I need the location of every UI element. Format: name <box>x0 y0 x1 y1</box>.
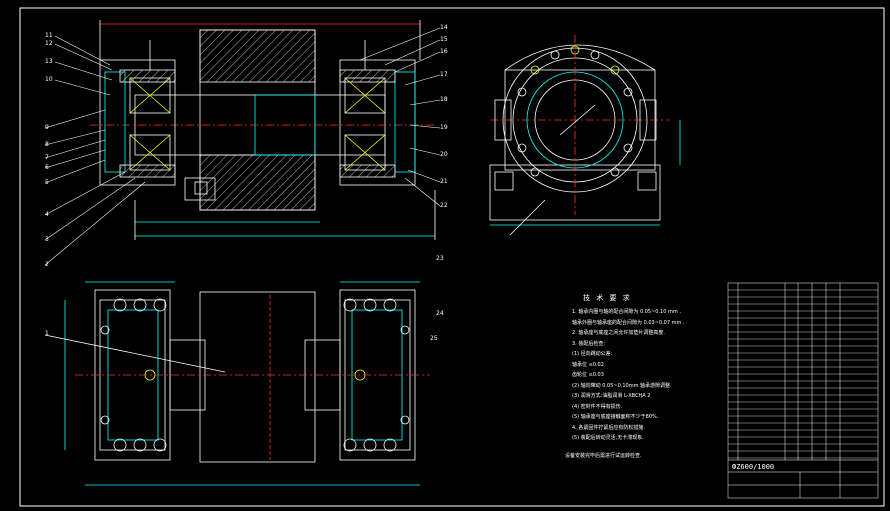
balloon-number: 18 <box>440 96 448 103</box>
note-line: (5) 装配后转动灵活,无卡滞现象. <box>572 435 644 441</box>
balloon-number: 21 <box>440 178 448 185</box>
balloon-number: 17 <box>440 71 448 78</box>
balloon-number: 16 <box>440 48 448 55</box>
bom-rows <box>728 289 878 459</box>
balloon-number: 23 <box>436 255 444 262</box>
note-line: 1. 轴承内圈与轴的配合间隙为 0.05~0.10 mm , <box>572 309 681 315</box>
note-line: 齿轮位 ≤0.03 <box>572 372 604 378</box>
section-view <box>90 20 436 240</box>
balloon-number: 9 <box>45 124 49 131</box>
balloon-number: 2 <box>45 261 49 268</box>
balloon-number: 10 <box>45 76 53 83</box>
balloon-number: 20 <box>440 151 448 158</box>
balloon-number: 1 <box>45 330 49 337</box>
note-line: 3. 装配后检查: <box>572 340 606 347</box>
leader-lines-right <box>359 27 441 207</box>
balloon-number: 11 <box>45 32 53 39</box>
note-line: 4. 各紧固件拧紧后应有防松措施. <box>572 424 645 431</box>
balloon-number: 7 <box>45 154 49 161</box>
note-line: 设备安装完毕后需进行试运转检查. <box>565 453 642 459</box>
note-line: 轴承位 ≤0.02 <box>572 361 604 368</box>
notes-title: 技 术 要 求 <box>583 294 632 302</box>
balloon-number: 25 <box>430 335 438 342</box>
note-line: (5) 轴承座与底座接触面积不少于80%. <box>572 414 659 420</box>
balloon-number: 8 <box>45 141 49 148</box>
note-line: 2. 轴承座与底座之间允许加垫片调整高度. <box>572 330 665 336</box>
balloon-number: 13 <box>45 58 53 65</box>
drawing-number: ФZ600/1000 <box>732 463 775 471</box>
balloon-number: 6 <box>45 164 49 171</box>
bom-table <box>727 282 879 499</box>
balloon-number: 24 <box>436 310 444 317</box>
balloon-number: 22 <box>440 202 448 209</box>
plan-view <box>44 281 430 486</box>
balloon-number: 12 <box>45 40 53 47</box>
balloon-number: 3 <box>45 236 49 243</box>
note-line: (1) 径向跳动公差: <box>572 351 613 357</box>
note-line: 轴承外圈与轴承座的配合间隙为 0.03~0.07 mm . <box>572 319 685 326</box>
note-line: (4) 密封件不得有损伤. <box>572 403 623 410</box>
balloon-number: 19 <box>440 124 448 131</box>
balloon-number: 4 <box>45 211 49 218</box>
leader-lines-left <box>44 35 146 266</box>
end-view <box>489 35 681 236</box>
note-line: (3) 润滑方式:油脂润滑 L-XBCHA 2 <box>572 393 651 399</box>
balloon-number: 14 <box>440 24 448 31</box>
note-line: (2) 轴向窜动 0.05~0.10mm 轴承游隙调整. <box>572 382 672 389</box>
balloon-number: 5 <box>45 179 49 186</box>
drawing-frame <box>19 7 885 507</box>
balloon-number: 15 <box>440 36 448 43</box>
